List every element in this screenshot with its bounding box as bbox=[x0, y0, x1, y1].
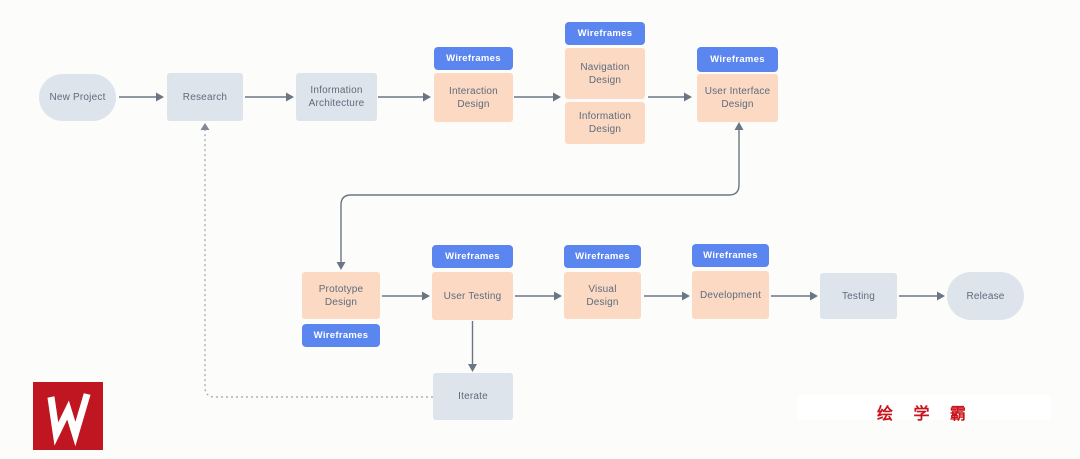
arrowhead bbox=[336, 262, 346, 270]
arrowhead bbox=[810, 291, 818, 301]
node-information-design: Information Design bbox=[565, 102, 645, 144]
node-testing: Testing bbox=[820, 273, 897, 319]
arrowhead bbox=[553, 92, 561, 102]
node-label: Testing bbox=[841, 290, 876, 302]
node-label: Information Architecture bbox=[308, 85, 365, 109]
badge-wireframes-visual-design: Wireframes bbox=[564, 245, 641, 268]
arrowhead bbox=[734, 122, 744, 130]
node-research: Research bbox=[167, 73, 243, 121]
logo-red-square bbox=[33, 382, 103, 450]
badge-wireframes-navigation-design: Wireframes bbox=[565, 22, 645, 45]
badge-wireframes-user-testing: Wireframes bbox=[432, 245, 513, 268]
node-user-testing: User Testing bbox=[432, 272, 513, 320]
node-label: New Project bbox=[49, 92, 106, 103]
node-iterate: Iterate bbox=[433, 373, 513, 420]
node-prototype-design: Prototype Design bbox=[302, 272, 380, 319]
node-label: Research bbox=[182, 91, 228, 103]
node-new-project: New Project bbox=[39, 74, 116, 121]
node-release: Release bbox=[947, 272, 1024, 320]
arrowhead bbox=[684, 92, 692, 102]
elbow-user-interface-design-prototype-design bbox=[340, 130, 740, 262]
node-label: Iterate bbox=[458, 391, 488, 402]
arrowhead bbox=[682, 291, 690, 301]
arrowhead bbox=[468, 364, 477, 372]
arrowhead bbox=[422, 291, 430, 301]
badge-wireframes-development: Wireframes bbox=[692, 244, 769, 267]
arrowhead bbox=[554, 291, 562, 301]
node-development: Development bbox=[692, 271, 769, 319]
node-label: Release bbox=[966, 290, 1005, 302]
node-label: User Testing bbox=[443, 290, 502, 302]
node-label: Visual Design bbox=[586, 283, 619, 308]
arrowhead bbox=[423, 92, 431, 102]
node-label: Information Design bbox=[578, 111, 632, 135]
node-information-architecture: Information Architecture bbox=[296, 73, 377, 121]
dotted-feedback-iterate-to-research bbox=[204, 130, 433, 398]
arrowhead bbox=[937, 291, 945, 301]
arrowhead bbox=[286, 92, 294, 102]
badge-wireframes-interaction-design: Wireframes bbox=[434, 47, 513, 70]
arrowhead bbox=[156, 92, 164, 102]
node-label: Development bbox=[699, 289, 762, 301]
node-label: Navigation Design bbox=[580, 61, 630, 86]
node-user-interface-design: User Interface Design bbox=[697, 74, 778, 122]
badge-wireframes-prototype-design: Wireframes bbox=[302, 324, 380, 347]
watermark-text: 绘 学 霸 bbox=[877, 406, 974, 423]
node-label: Prototype Design bbox=[318, 283, 364, 308]
node-label: User Interface Design bbox=[704, 86, 771, 110]
arrowhead bbox=[200, 123, 210, 130]
node-label: Interaction Design bbox=[449, 85, 498, 110]
watermark-band bbox=[798, 395, 1050, 420]
node-interaction-design: Interaction Design bbox=[434, 73, 513, 122]
logo-w-icon bbox=[47, 393, 91, 447]
node-visual-design: Visual Design bbox=[564, 272, 641, 319]
node-navigation-design: Navigation Design bbox=[565, 48, 645, 99]
badge-wireframes-user-interface-design: Wireframes bbox=[697, 47, 778, 72]
